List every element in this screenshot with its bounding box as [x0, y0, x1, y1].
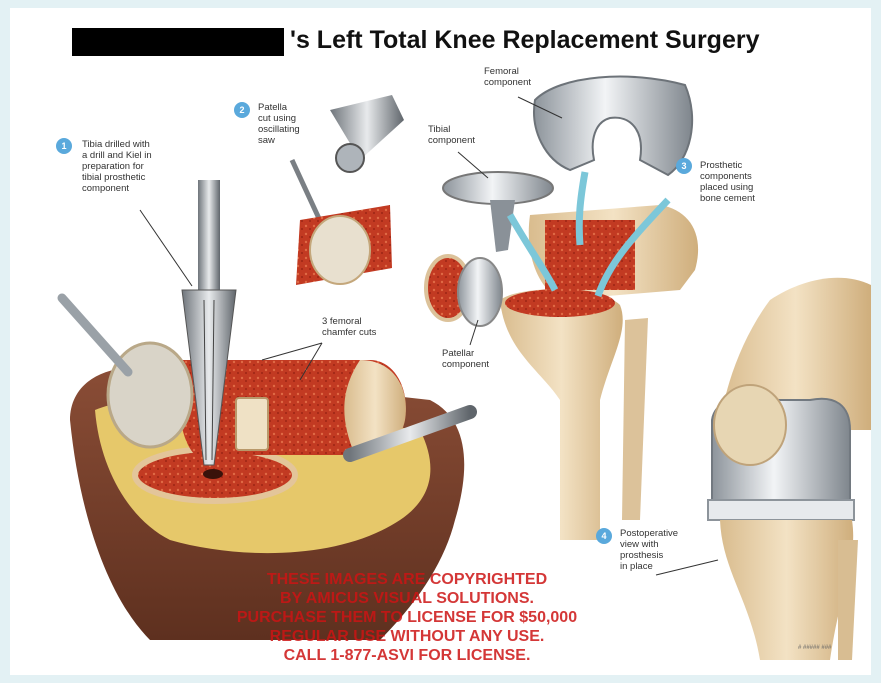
step-label-3: Prosthetic components placed using bone … — [700, 160, 755, 204]
keel-hole — [203, 469, 223, 479]
panel-postoperative — [656, 278, 871, 660]
patella-bone — [310, 216, 370, 284]
chamfer-cuts-label: 3 femoral chamfer cuts — [322, 316, 376, 338]
post-tibia — [720, 520, 853, 660]
step-badge-2: 2 — [234, 102, 250, 118]
femur-notch — [236, 398, 268, 450]
image-code: # ##### ### — [798, 645, 831, 651]
figure-title: 's Left Total Knee Replacement Surgery — [72, 22, 832, 62]
post-patella — [714, 385, 786, 465]
step-badge-4: 4 — [596, 528, 612, 544]
step-label-4: Postoperative view with prosthesis in pl… — [620, 528, 678, 572]
panel-patella-cut — [292, 95, 404, 285]
step-badge-3: 3 — [676, 158, 692, 174]
femoral-component — [534, 77, 692, 175]
step-label-2: Patella cut using oscillating saw — [258, 102, 300, 146]
copyright-watermark: THESE IMAGES ARE COPYRIGHTED BY AMICUS V… — [222, 570, 592, 665]
proximal-tibia — [500, 289, 623, 540]
step-label-1: Tibia drilled with a drill and Kiel in p… — [82, 139, 152, 194]
tibial-component-label: Tibial component — [428, 124, 475, 146]
saw-head — [336, 144, 364, 172]
drill-shaft — [198, 180, 220, 290]
step-badge-1: 1 — [56, 138, 72, 154]
patellar-component-label: Patellar component — [442, 348, 489, 370]
tibial-tray — [443, 172, 553, 204]
post-fibula — [838, 540, 858, 660]
panel-prosthetic-components — [426, 77, 698, 540]
fibula — [622, 318, 648, 520]
tibial-stem — [490, 200, 515, 252]
saw-blade — [292, 160, 322, 225]
post-tibial-insert — [708, 500, 854, 520]
retractor-left — [62, 298, 128, 372]
title-text: 's Left Total Knee Replacement Surgery — [290, 26, 760, 55]
femoral-component-label: Femoral component — [484, 66, 531, 88]
patellar-button — [458, 258, 502, 326]
redacted-patient-name — [72, 28, 284, 56]
